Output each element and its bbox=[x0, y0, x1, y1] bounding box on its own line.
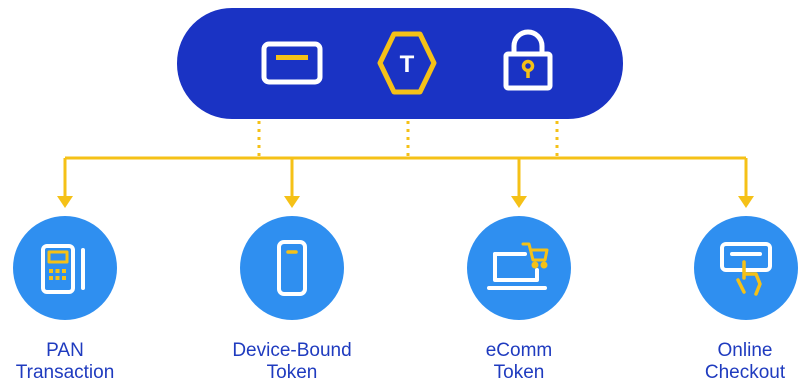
arrow-4 bbox=[738, 158, 754, 208]
label-online-checkout: Online Checkout bbox=[704, 340, 786, 383]
label-pan-transaction: PAN Transaction bbox=[15, 340, 115, 383]
ecommerce-laptop-icon bbox=[487, 242, 549, 290]
destination-circle bbox=[240, 216, 344, 320]
destination-circle bbox=[467, 216, 571, 320]
tap-checkout-icon bbox=[720, 242, 772, 296]
label-ecomm-token: eComm Token bbox=[485, 340, 553, 383]
lock-icon bbox=[503, 29, 553, 91]
pos-terminal-icon bbox=[41, 244, 85, 294]
mobile-device-icon bbox=[277, 240, 307, 296]
arrows bbox=[57, 158, 754, 208]
destination-4 bbox=[694, 216, 798, 320]
arrow-3 bbox=[511, 158, 527, 208]
token-letter: T bbox=[400, 51, 415, 78]
card-icon bbox=[261, 41, 323, 85]
destination-1 bbox=[13, 216, 117, 320]
dotted-connectors bbox=[257, 121, 559, 156]
arrow-2 bbox=[284, 158, 300, 208]
label-device-bound-token: Device-Bound Token bbox=[232, 340, 352, 383]
destination-2 bbox=[240, 216, 344, 320]
destination-circle bbox=[13, 216, 117, 320]
destination-circles bbox=[13, 216, 798, 320]
header-pill bbox=[177, 8, 623, 119]
arrow-1 bbox=[57, 158, 73, 208]
destination-3 bbox=[467, 216, 571, 320]
token-hexagon-icon: T bbox=[377, 31, 437, 95]
